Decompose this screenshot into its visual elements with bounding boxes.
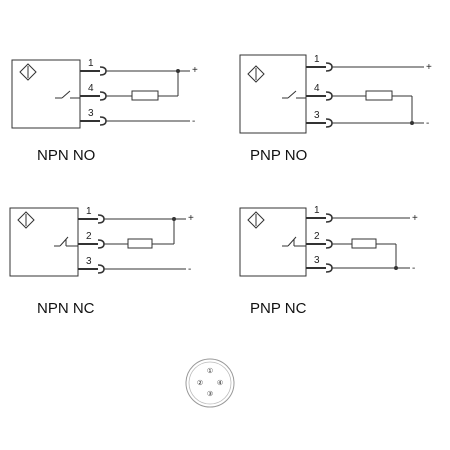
pin-label-middle: 2 (86, 231, 92, 242)
resistor-icon (131, 90, 159, 101)
plus-terminal-label: + (426, 62, 432, 73)
minus-terminal-label: - (426, 118, 429, 129)
sensor-body (11, 59, 81, 129)
connector-pin-2: ② (197, 379, 203, 387)
pin-label-middle: 2 (314, 231, 320, 242)
connector-socket-icon: ① ② ③ ④ (185, 358, 235, 408)
sensor-body (239, 54, 307, 134)
pin-label-bottom: 3 (314, 255, 320, 266)
pin-label-top: 1 (314, 54, 320, 65)
connector-pin-3: ③ (207, 390, 213, 398)
switch-contact-icon (55, 90, 80, 99)
diagram-caption: PNP NO (250, 147, 307, 164)
diagram-npn-no: 1 4 3 + - NPN NO (11, 58, 198, 164)
resistor-icon (351, 238, 377, 249)
plus-terminal-label: + (412, 213, 418, 224)
pin-label-top: 1 (88, 58, 94, 69)
diagram-caption: PNP NC (250, 300, 307, 317)
diagram-caption: NPN NC (37, 300, 95, 317)
diagram-pnp-nc: 1 2 3 + - PNP NC (239, 205, 418, 317)
pin-label-bottom: 3 (86, 256, 92, 267)
pin-label-middle: 4 (314, 83, 320, 94)
proximity-sensor-symbol-icon (17, 211, 35, 229)
sensor-body (9, 207, 79, 277)
pin-label-bottom: 3 (314, 110, 320, 121)
plus-terminal-label: + (192, 65, 198, 76)
switch-contact-icon (282, 90, 306, 99)
resistor-icon (365, 90, 393, 101)
proximity-sensor-symbol-icon (247, 65, 265, 83)
pin-label-middle: 4 (88, 83, 94, 94)
diagram-pnp-no: 1 4 3 + - PNP NO (239, 54, 432, 164)
pin-label-bottom: 3 (88, 108, 94, 119)
connector-pin-1: ① (207, 367, 213, 375)
switch-contact-icon (282, 236, 306, 247)
minus-terminal-label: - (192, 116, 195, 127)
plus-terminal-label: + (188, 213, 194, 224)
proximity-sensor-symbol-icon (19, 63, 37, 81)
minus-terminal-label: - (188, 264, 191, 275)
pin-label-top: 1 (86, 206, 92, 217)
diagram-caption: NPN NO (37, 147, 95, 164)
pin-label-top: 1 (314, 205, 320, 216)
sensor-body (239, 207, 307, 277)
connector-pin-4: ④ (217, 379, 223, 387)
resistor-icon (127, 238, 153, 249)
minus-terminal-label: - (412, 263, 415, 274)
proximity-sensor-symbol-icon (247, 211, 265, 229)
switch-contact-icon (54, 236, 78, 247)
diagram-npn-nc: 1 2 3 + - NPN NC (9, 206, 194, 317)
